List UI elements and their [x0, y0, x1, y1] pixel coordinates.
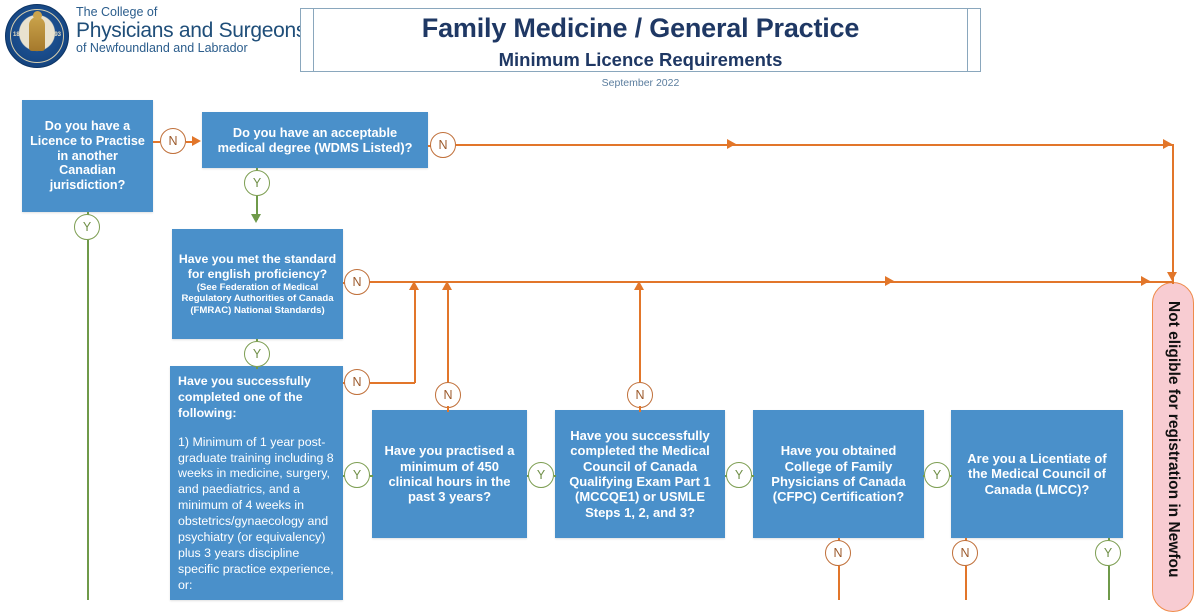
connector-q8-n-stub-top — [965, 538, 967, 541]
connector-n2-to-terminator — [456, 144, 1173, 146]
connector-y5-to-q5 — [370, 475, 373, 477]
question-box-english-proficiency-text: Have you met the standard for english pr… — [178, 252, 337, 281]
node-y-q6[interactable]: Y — [726, 462, 752, 488]
question-box-training-requirements-content: Have you successfully completed one of t… — [178, 374, 335, 593]
connector-q5-n-up — [447, 289, 449, 382]
connector-q8-y-stub-top — [1108, 538, 1110, 541]
connector-q2-to-n2 — [428, 145, 431, 147]
connector-n1-to-q2 — [186, 141, 193, 143]
question-box-lmcc[interactable]: Are you a Licentiate of the Medical Coun… — [951, 410, 1123, 538]
org-line-3: of Newfoundland and Labrador — [76, 41, 248, 56]
connector-q5-n-stub — [447, 406, 449, 412]
title-banner: Family Medicine / General Practice Minim… — [300, 8, 981, 72]
connector-q2-yes-stub — [256, 168, 258, 171]
arrow-row2-mid — [885, 276, 894, 286]
connector-q1-to-n1 — [153, 141, 160, 143]
question-box-training-requirements[interactable]: Have you successfully completed one of t… — [170, 366, 343, 600]
connector-q3-yes-stub — [256, 339, 258, 341]
node-y-q8[interactable]: Y — [1095, 540, 1121, 566]
node-y-q7[interactable]: Y — [924, 462, 950, 488]
question-box-mccqe1-text: Have you successfully completed the Medi… — [569, 428, 711, 520]
node-n-q5[interactable]: N — [435, 382, 461, 408]
question-box-english-proficiency[interactable]: Have you met the standard for english pr… — [172, 229, 343, 339]
connector-q4-n-right — [370, 382, 415, 384]
document-date: September 2022 — [601, 77, 680, 89]
connector-q6-n-up — [639, 289, 641, 382]
org-name: The College of Physicians and Surgeons o… — [76, 6, 306, 55]
node-n-q6[interactable]: N — [627, 382, 653, 408]
node-y-q4[interactable]: Y — [344, 462, 370, 488]
arrow-up-q6-n — [634, 281, 644, 290]
seal-icon: 18 93 — [5, 4, 69, 68]
arrow-down-to-english-box — [251, 214, 261, 223]
arrow-down-terminator-top — [1167, 272, 1177, 281]
node-n-q8[interactable]: N — [952, 540, 978, 566]
node-n-q4[interactable]: N — [344, 369, 370, 395]
terminator-not-eligible-text: Not eligible for registration in Newfou — [1165, 301, 1182, 578]
node-n-q3[interactable]: N — [344, 269, 370, 295]
arrow-up-q4-n — [409, 281, 419, 290]
connector-q7-n-stub-top — [838, 538, 840, 541]
arrow-row1-mid — [727, 139, 736, 149]
question-box-mccqe1[interactable]: Have you successfully completed the Medi… — [555, 410, 725, 538]
connector-q1-yes-down — [87, 240, 89, 600]
connector-q8-y-down — [1108, 566, 1110, 600]
node-n-q1[interactable]: N — [160, 128, 186, 154]
connector-q6-n-stub — [639, 406, 641, 412]
question-box-training-requirements-body: 1) Minimum of 1 year post-graduate train… — [178, 434, 334, 592]
connector-q3-yes-down — [256, 367, 258, 369]
org-line-2: Physicians and Surgeons — [76, 18, 307, 42]
arrow-row2-end — [1141, 276, 1150, 286]
arrow-row1-end — [1163, 139, 1172, 149]
node-n-q2[interactable]: N — [430, 132, 456, 158]
seal-year-left: 18 — [13, 32, 20, 39]
node-y-q3[interactable]: Y — [244, 341, 270, 367]
question-box-lmcc-text: Are you a Licentiate of the Medical Coun… — [967, 451, 1107, 497]
question-box-canadian-licence-text: Do you have a Licence to Practise in ano… — [30, 118, 145, 193]
node-y-q2[interactable]: Y — [244, 170, 270, 196]
question-box-medical-degree-text: Do you have an acceptable medical degree… — [217, 124, 413, 155]
connector-row2-long — [370, 281, 1173, 283]
connector-q8-n-down — [965, 566, 967, 600]
question-box-cfpc[interactable]: Have you obtained College of Family Phys… — [753, 410, 924, 538]
terminator-not-eligible: Not eligible for registration in Newfou — [1152, 282, 1194, 612]
question-box-training-requirements-head: Have you successfully completed one of t… — [178, 374, 311, 420]
connector-y8-to-q8 — [950, 475, 952, 477]
node-y-q1[interactable]: Y — [74, 214, 100, 240]
question-box-medical-degree[interactable]: Do you have an acceptable medical degree… — [202, 112, 428, 168]
connector-q7-n-down — [838, 566, 840, 600]
connector-row1-down-to-terminator — [1172, 144, 1174, 284]
page-title: Family Medicine / General Practice — [421, 13, 860, 43]
title-banner-inner — [313, 9, 968, 71]
question-box-clinical-hours-text: Have you practised a minimum of 450 clin… — [384, 443, 515, 505]
org-line-1: The College of — [76, 5, 158, 19]
connector-y6-to-q6 — [554, 475, 556, 477]
seal-ring — [10, 9, 64, 63]
page-subtitle: Minimum Licence Requirements — [498, 49, 783, 70]
arrow-n1-to-q2 — [192, 136, 201, 146]
node-y-q5[interactable]: Y — [528, 462, 554, 488]
connector-y7-to-q7 — [752, 475, 754, 477]
question-box-clinical-hours[interactable]: Have you practised a minimum of 450 clin… — [372, 410, 527, 538]
seal-year-right: 93 — [54, 32, 61, 39]
connector-q2-yes-down — [256, 196, 258, 220]
question-box-english-proficiency-note: (See Federation of Medical Regulatory Au… — [181, 282, 334, 316]
seal-figure-icon — [29, 11, 45, 52]
question-box-canadian-licence[interactable]: Do you have a Licence to Practise in ano… — [22, 100, 153, 212]
node-n-q7[interactable]: N — [825, 540, 851, 566]
arrow-up-q5-n — [442, 281, 452, 290]
question-box-cfpc-text: Have you obtained College of Family Phys… — [771, 443, 906, 505]
connector-q4-n-up — [414, 289, 416, 383]
college-seal-logo: 18 93 — [5, 4, 71, 70]
